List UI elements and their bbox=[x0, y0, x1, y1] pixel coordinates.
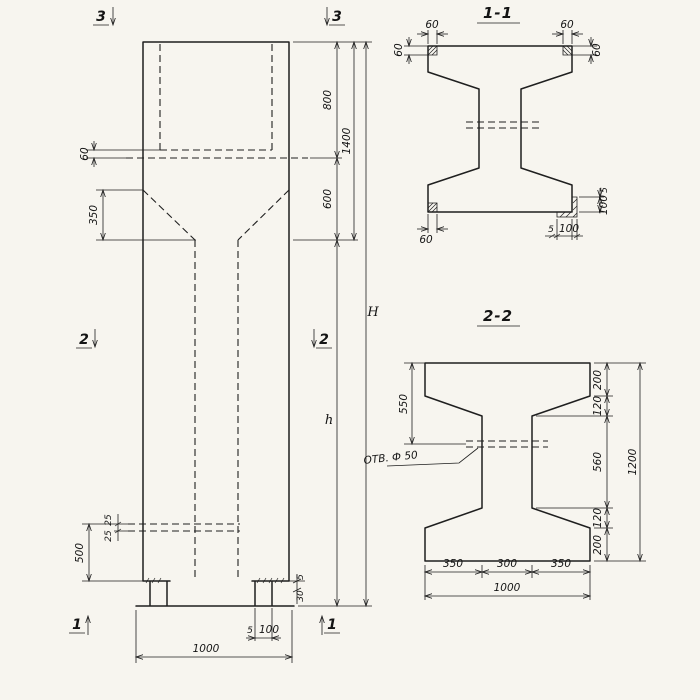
feet-hatch bbox=[145, 577, 285, 584]
dim-25-ticks bbox=[114, 521, 122, 534]
cut-label-2-right: 2 bbox=[319, 332, 329, 348]
dim-label-60: 60 bbox=[79, 147, 91, 161]
section-1-1-extension-lines bbox=[404, 30, 604, 240]
elevation-extension-lines bbox=[82, 41, 372, 663]
dim22-label-300: 300 bbox=[497, 558, 517, 570]
dim22-label-350r: 350 bbox=[551, 558, 571, 570]
section-2-2-view: 2-2 ОТВ. Ф 50 550 200 120 560 120 200 12… bbox=[363, 307, 646, 600]
elevation-dimension-lines bbox=[89, 42, 366, 657]
dim11-bottom-ticks bbox=[548, 233, 581, 239]
section-2-2-title: 2-2 bbox=[483, 307, 513, 325]
hole-callout-label: ОТВ. Ф 50 bbox=[363, 449, 419, 467]
dim11-label-60-r: 60 bbox=[591, 43, 603, 57]
dim11-label-60-l: 60 bbox=[393, 43, 405, 57]
section-2-2-dimension-lines bbox=[412, 363, 640, 596]
dim22-label-120b: 120 bbox=[592, 508, 604, 528]
dim22-label-560: 560 bbox=[592, 452, 604, 472]
elevation-view: 3 3 2 2 1 1 60 800 1400 600 350 H h 500 … bbox=[69, 7, 379, 663]
dim22-label-1000: 1000 bbox=[494, 582, 521, 594]
dim-label-h: h bbox=[325, 413, 333, 428]
dim-label-800: 800 bbox=[322, 90, 334, 110]
dim-label-1000: 1000 bbox=[193, 643, 220, 655]
dim-label-lip-30: 30 bbox=[296, 590, 306, 602]
section-cut-markers: 3 3 2 2 1 1 bbox=[69, 7, 345, 635]
dim-label-foot-5: 5 bbox=[247, 626, 253, 636]
dim-label-lip-5: 5 bbox=[296, 574, 306, 580]
section-1-1-hole-hidden bbox=[466, 121, 540, 129]
dim-label-350: 350 bbox=[88, 205, 100, 225]
column-hidden-edges bbox=[126, 44, 308, 577]
dim22-label-120t: 120 bbox=[592, 396, 604, 416]
section-1-1-title: 1-1 bbox=[483, 4, 513, 22]
section-1-1-view: 1-1 60 60 60 60 60 5 100 bbox=[393, 4, 610, 246]
cut-label-3-left: 3 bbox=[96, 9, 106, 25]
section-2-2-hole-hidden bbox=[466, 440, 548, 448]
dim22-label-200t: 200 bbox=[592, 370, 604, 390]
dim-lip-ticks bbox=[292, 578, 302, 593]
dim-label-1400: 1400 bbox=[341, 127, 353, 154]
dim22-label-1200: 1200 bbox=[627, 448, 639, 475]
section-1-1-dimension-lines bbox=[409, 34, 600, 239]
cut-label-1-right: 1 bbox=[327, 617, 337, 633]
dim11-label-60-tr: 60 bbox=[560, 19, 574, 31]
dim-label-H: H bbox=[366, 305, 379, 320]
dim11-label-5-b: 5 bbox=[548, 225, 554, 235]
dim-label-25a: 25 bbox=[104, 514, 114, 526]
dim-label-foot-100: 100 bbox=[259, 624, 279, 636]
hole-callout-leader bbox=[386, 447, 479, 467]
cut-label-2-left: 2 bbox=[79, 332, 89, 348]
section-2-2-outline bbox=[424, 362, 591, 562]
dim11-label-5-r: 5 bbox=[600, 187, 610, 193]
dim11-label-100-r: 100 bbox=[598, 195, 610, 215]
dim-label-500: 500 bbox=[74, 543, 86, 563]
dim11-label-100-b: 100 bbox=[559, 223, 579, 235]
dim22-label-350l: 350 bbox=[443, 558, 463, 570]
dim-label-25b: 25 bbox=[104, 530, 114, 542]
cut-label-1-left: 1 bbox=[72, 617, 82, 633]
cut-label-3-right: 3 bbox=[332, 9, 342, 25]
corner-plates bbox=[428, 46, 578, 218]
cut-marker-underlines bbox=[69, 24, 345, 634]
dim11-label-60-bl: 60 bbox=[419, 234, 433, 246]
dim11-label-60-tl: 60 bbox=[425, 19, 439, 31]
dim-label-600: 600 bbox=[322, 189, 334, 209]
dim22-label-550: 550 bbox=[398, 394, 410, 414]
dim22-label-200b: 200 bbox=[592, 535, 604, 555]
corner-plates-hatch bbox=[427, 45, 578, 218]
